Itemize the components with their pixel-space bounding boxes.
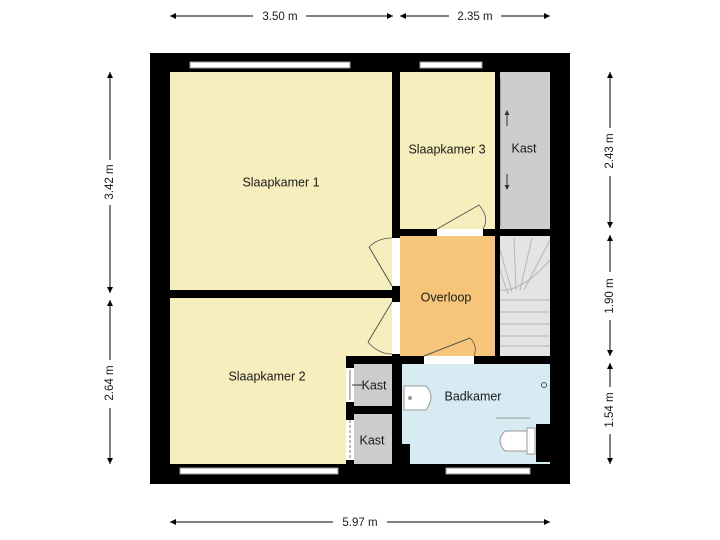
dim-left-upper: 3.42 m: [104, 164, 116, 199]
door-swing-bed2: [367, 341, 393, 355]
dim-top-left: 3.50 m: [262, 11, 297, 23]
door-swing-bed3: [478, 204, 487, 230]
label-bathroom: Badkamer: [445, 389, 502, 403]
dim-bottom-arrow-l: [170, 519, 176, 525]
stair-newel: [499, 259, 551, 291]
label-closet-top: Kast: [511, 141, 537, 155]
room-landing: [400, 236, 495, 356]
staircase: [499, 237, 551, 347]
dim-top-right-arrow-r: [544, 13, 550, 19]
shower-icon: [541, 382, 547, 388]
toilet-icon: [499, 430, 528, 452]
stair-tread: [499, 249, 513, 293]
dim-right-lower-arrow-b: [607, 458, 613, 464]
bathroom-fixtures: [403, 382, 550, 462]
dim-right-middle-arrow-t: [607, 235, 613, 241]
wall-bed2-closets: [346, 356, 354, 464]
door-leaf-bed2: [367, 301, 393, 343]
door-opening-bed3: [437, 229, 483, 236]
label-closet-mid: Kast: [361, 378, 387, 392]
wall-closets-divider: [354, 406, 394, 414]
dim-top-left-arrow-r: [387, 13, 393, 19]
dim-right-upper: 2.43 m: [604, 133, 616, 168]
door-leaf-bed1: [368, 246, 393, 287]
doors: [346, 204, 487, 460]
window-bed1-top: [189, 61, 351, 69]
window-bed3-top: [419, 61, 483, 69]
wall-bed3-closet: [495, 72, 500, 229]
wall-bed1-bed2: [170, 290, 400, 298]
door-leaf-bath: [423, 337, 471, 357]
dim-right-lower: 1.54 m: [604, 392, 616, 427]
windows: [179, 61, 531, 475]
wall-closets-bath: [392, 364, 402, 464]
sink-icon: [403, 385, 432, 411]
room-closet-top: [500, 72, 550, 229]
toilet-tank: [526, 427, 536, 455]
wall-left: [150, 53, 170, 484]
door-swing-bed1: [368, 237, 393, 248]
room-bedroom-1: [170, 72, 392, 290]
dim-top-right: 2.35 m: [457, 11, 492, 23]
faucet: [408, 396, 412, 400]
dim-left-lower: 2.64 m: [104, 365, 116, 400]
door-leaf-bed3: [436, 204, 480, 230]
dim-bottom-arrow-r: [544, 519, 550, 525]
stair-tread: [513, 237, 517, 291]
dim-top-left-arrow-l: [170, 13, 176, 19]
label-bedroom-3: Slaapkamer 3: [408, 142, 485, 156]
room-labels: Slaapkamer 1 Slaapkamer 3 Kast Overloop …: [228, 141, 537, 447]
dim-right-upper-arrow-t: [607, 72, 613, 78]
arrow-down-icon-head: [504, 185, 510, 190]
dim-right-upper-arrow-b: [607, 222, 613, 228]
stair-tread: [523, 239, 551, 291]
dimension-lines: 3.50 m 2.35 m 5.97 m 3.42 m 2.64 m 2.43 …: [104, 11, 616, 529]
stair-tread: [519, 237, 533, 291]
room-bedroom-3: [400, 72, 495, 229]
bathroom-niche: [536, 424, 550, 462]
room-bedroom-2: [170, 298, 346, 464]
label-bedroom-2: Slaapkamer 2: [228, 369, 305, 383]
arrow-up-icon-head: [504, 110, 510, 115]
dim-right-middle: 1.90 m: [604, 278, 616, 313]
dim-left-upper-arrow-t: [107, 72, 113, 78]
door-opening-bed2: [392, 302, 400, 354]
label-landing: Overloop: [421, 290, 472, 304]
room-closet-low: [354, 414, 392, 464]
label-closet-low: Kast: [359, 433, 385, 447]
dim-left-lower-arrow-b: [107, 458, 113, 464]
room-bedroom-2-ext: [346, 298, 392, 356]
dim-right-lower-arrow-t: [607, 363, 613, 369]
dim-left-upper-arrow-b: [107, 287, 113, 293]
wall-landing-stairs: [495, 236, 500, 356]
dim-top-right-arrow-l: [400, 13, 406, 19]
door-swing-bath: [469, 337, 476, 357]
room-fills: [170, 72, 550, 464]
wall-right: [550, 53, 570, 484]
window-bath-bottom: [445, 467, 531, 475]
window-bed2-bottom: [179, 467, 339, 475]
wall-bed1-bed3: [392, 72, 400, 364]
dim-left-lower-arrow-t: [107, 300, 113, 306]
label-bedroom-1: Slaapkamer 1: [242, 175, 319, 189]
door-opening-bath: [424, 356, 474, 364]
wall-bath-corner: [402, 444, 410, 464]
dim-bottom: 5.97 m: [342, 517, 377, 529]
dim-right-middle-arrow-b: [607, 350, 613, 356]
door-opening-bed1: [392, 238, 400, 286]
